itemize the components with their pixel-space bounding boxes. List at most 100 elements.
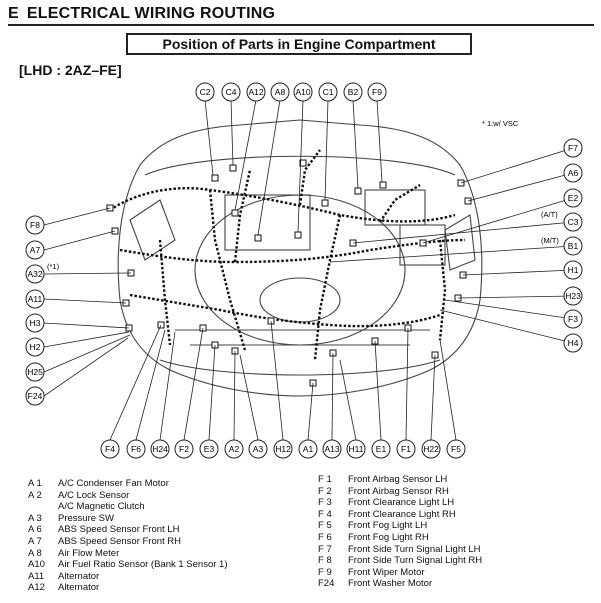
subtitle-box: Position of Parts in Engine Compartment — [126, 33, 472, 55]
svg-text:H25: H25 — [27, 367, 43, 377]
svg-text:F2: F2 — [179, 444, 189, 454]
note-star1: (*1) — [47, 262, 60, 271]
svg-text:F7: F7 — [568, 143, 578, 153]
callout-a10: A10 — [293, 82, 313, 102]
callout-h12: H12 — [273, 439, 293, 459]
callout-a13: A13 — [322, 439, 342, 459]
svg-text:A3: A3 — [253, 444, 264, 454]
section-title-text: ELECTRICAL WIRING ROUTING — [26, 5, 276, 22]
svg-text:H22: H22 — [423, 444, 439, 454]
svg-text:A7: A7 — [30, 245, 41, 255]
callout-c4: C4 — [221, 82, 241, 102]
svg-text:B1: B1 — [568, 241, 579, 251]
callout-a12: A12 — [246, 82, 266, 102]
svg-text:A32: A32 — [27, 269, 42, 279]
callout-f3: F3 — [563, 309, 583, 329]
svg-text:E2: E2 — [568, 193, 579, 203]
svg-text:H12: H12 — [275, 444, 291, 454]
svg-text:A13: A13 — [324, 444, 339, 454]
callout-a11: A11 — [25, 289, 45, 309]
callout-c2: C2 — [195, 82, 215, 102]
callout-c1: C1 — [318, 82, 338, 102]
callout-f2: F2 — [174, 439, 194, 459]
svg-text:A2: A2 — [229, 444, 240, 454]
svg-text:E3: E3 — [204, 444, 215, 454]
callout-h11: H11 — [346, 439, 366, 459]
callout-h24: H24 — [150, 439, 170, 459]
callout-b2: B2 — [343, 82, 363, 102]
svg-text:F24: F24 — [28, 391, 43, 401]
callout-a7: A7 — [25, 240, 45, 260]
callout-f1: F1 — [396, 439, 416, 459]
svg-text:H1: H1 — [568, 265, 579, 275]
engine-variant-label: [LHD : 2AZ–FE] — [19, 62, 122, 78]
svg-text:F4: F4 — [105, 444, 115, 454]
leader-lines — [43, 99, 574, 441]
svg-text:C2: C2 — [200, 87, 211, 97]
callout-h25: H25 — [25, 362, 45, 382]
svg-text:H24: H24 — [152, 444, 168, 454]
callout-e1: E1 — [371, 439, 391, 459]
callout-a1: A1 — [298, 439, 318, 459]
svg-text:F6: F6 — [131, 444, 141, 454]
callout-h22: H22 — [421, 439, 441, 459]
svg-text:C1: C1 — [323, 87, 334, 97]
svg-text:H3: H3 — [30, 318, 41, 328]
note-vsc: * 1:w/ VSC — [482, 119, 519, 128]
svg-text:H2: H2 — [30, 342, 41, 352]
callouts-right: F7 A6 E2 C3 B1 H1 H23 F3 H4 — [563, 138, 583, 353]
callout-a2: A2 — [224, 439, 244, 459]
svg-text:A12: A12 — [248, 87, 263, 97]
callout-h23: H23 — [563, 286, 583, 306]
callout-c3: C3 — [563, 212, 583, 232]
svg-text:H11: H11 — [349, 444, 364, 454]
svg-text:E1: E1 — [376, 444, 387, 454]
callout-f7: F7 — [563, 138, 583, 158]
svg-text:B2: B2 — [348, 87, 359, 97]
callout-f5: F5 — [446, 439, 466, 459]
svg-text:A8: A8 — [275, 87, 286, 97]
svg-text:H23: H23 — [565, 291, 581, 301]
callout-f9: F9 — [367, 82, 387, 102]
callout-e2: E2 — [563, 188, 583, 208]
callout-a3: A3 — [248, 439, 268, 459]
callout-h1: H1 — [563, 260, 583, 280]
svg-text:F9: F9 — [372, 87, 382, 97]
svg-text:F5: F5 — [451, 444, 461, 454]
note-mt: (M/T) — [541, 236, 559, 245]
callout-a8: A8 — [270, 82, 290, 102]
legend-item: A/C Magnetic Clutch — [58, 501, 145, 513]
svg-text:F3: F3 — [568, 314, 578, 324]
svg-text:F8: F8 — [30, 220, 40, 230]
note-at: (A/T) — [541, 210, 558, 219]
callout-h4: H4 — [563, 333, 583, 353]
callouts-bottom: F4 F6 H24 F2 E3 A2 A3 H12 A1 A13 H11 E1 … — [100, 439, 466, 459]
section-letter: E — [8, 5, 19, 22]
callout-e3: E3 — [199, 439, 219, 459]
callout-h3: H3 — [25, 313, 45, 333]
callout-h2: H2 — [25, 337, 45, 357]
svg-text:A11: A11 — [28, 294, 43, 304]
wiring-harness — [109, 149, 466, 361]
svg-text:A6: A6 — [568, 168, 579, 178]
section-divider — [8, 24, 594, 26]
callout-f24: F24 — [25, 386, 45, 406]
svg-text:A1: A1 — [303, 444, 314, 454]
